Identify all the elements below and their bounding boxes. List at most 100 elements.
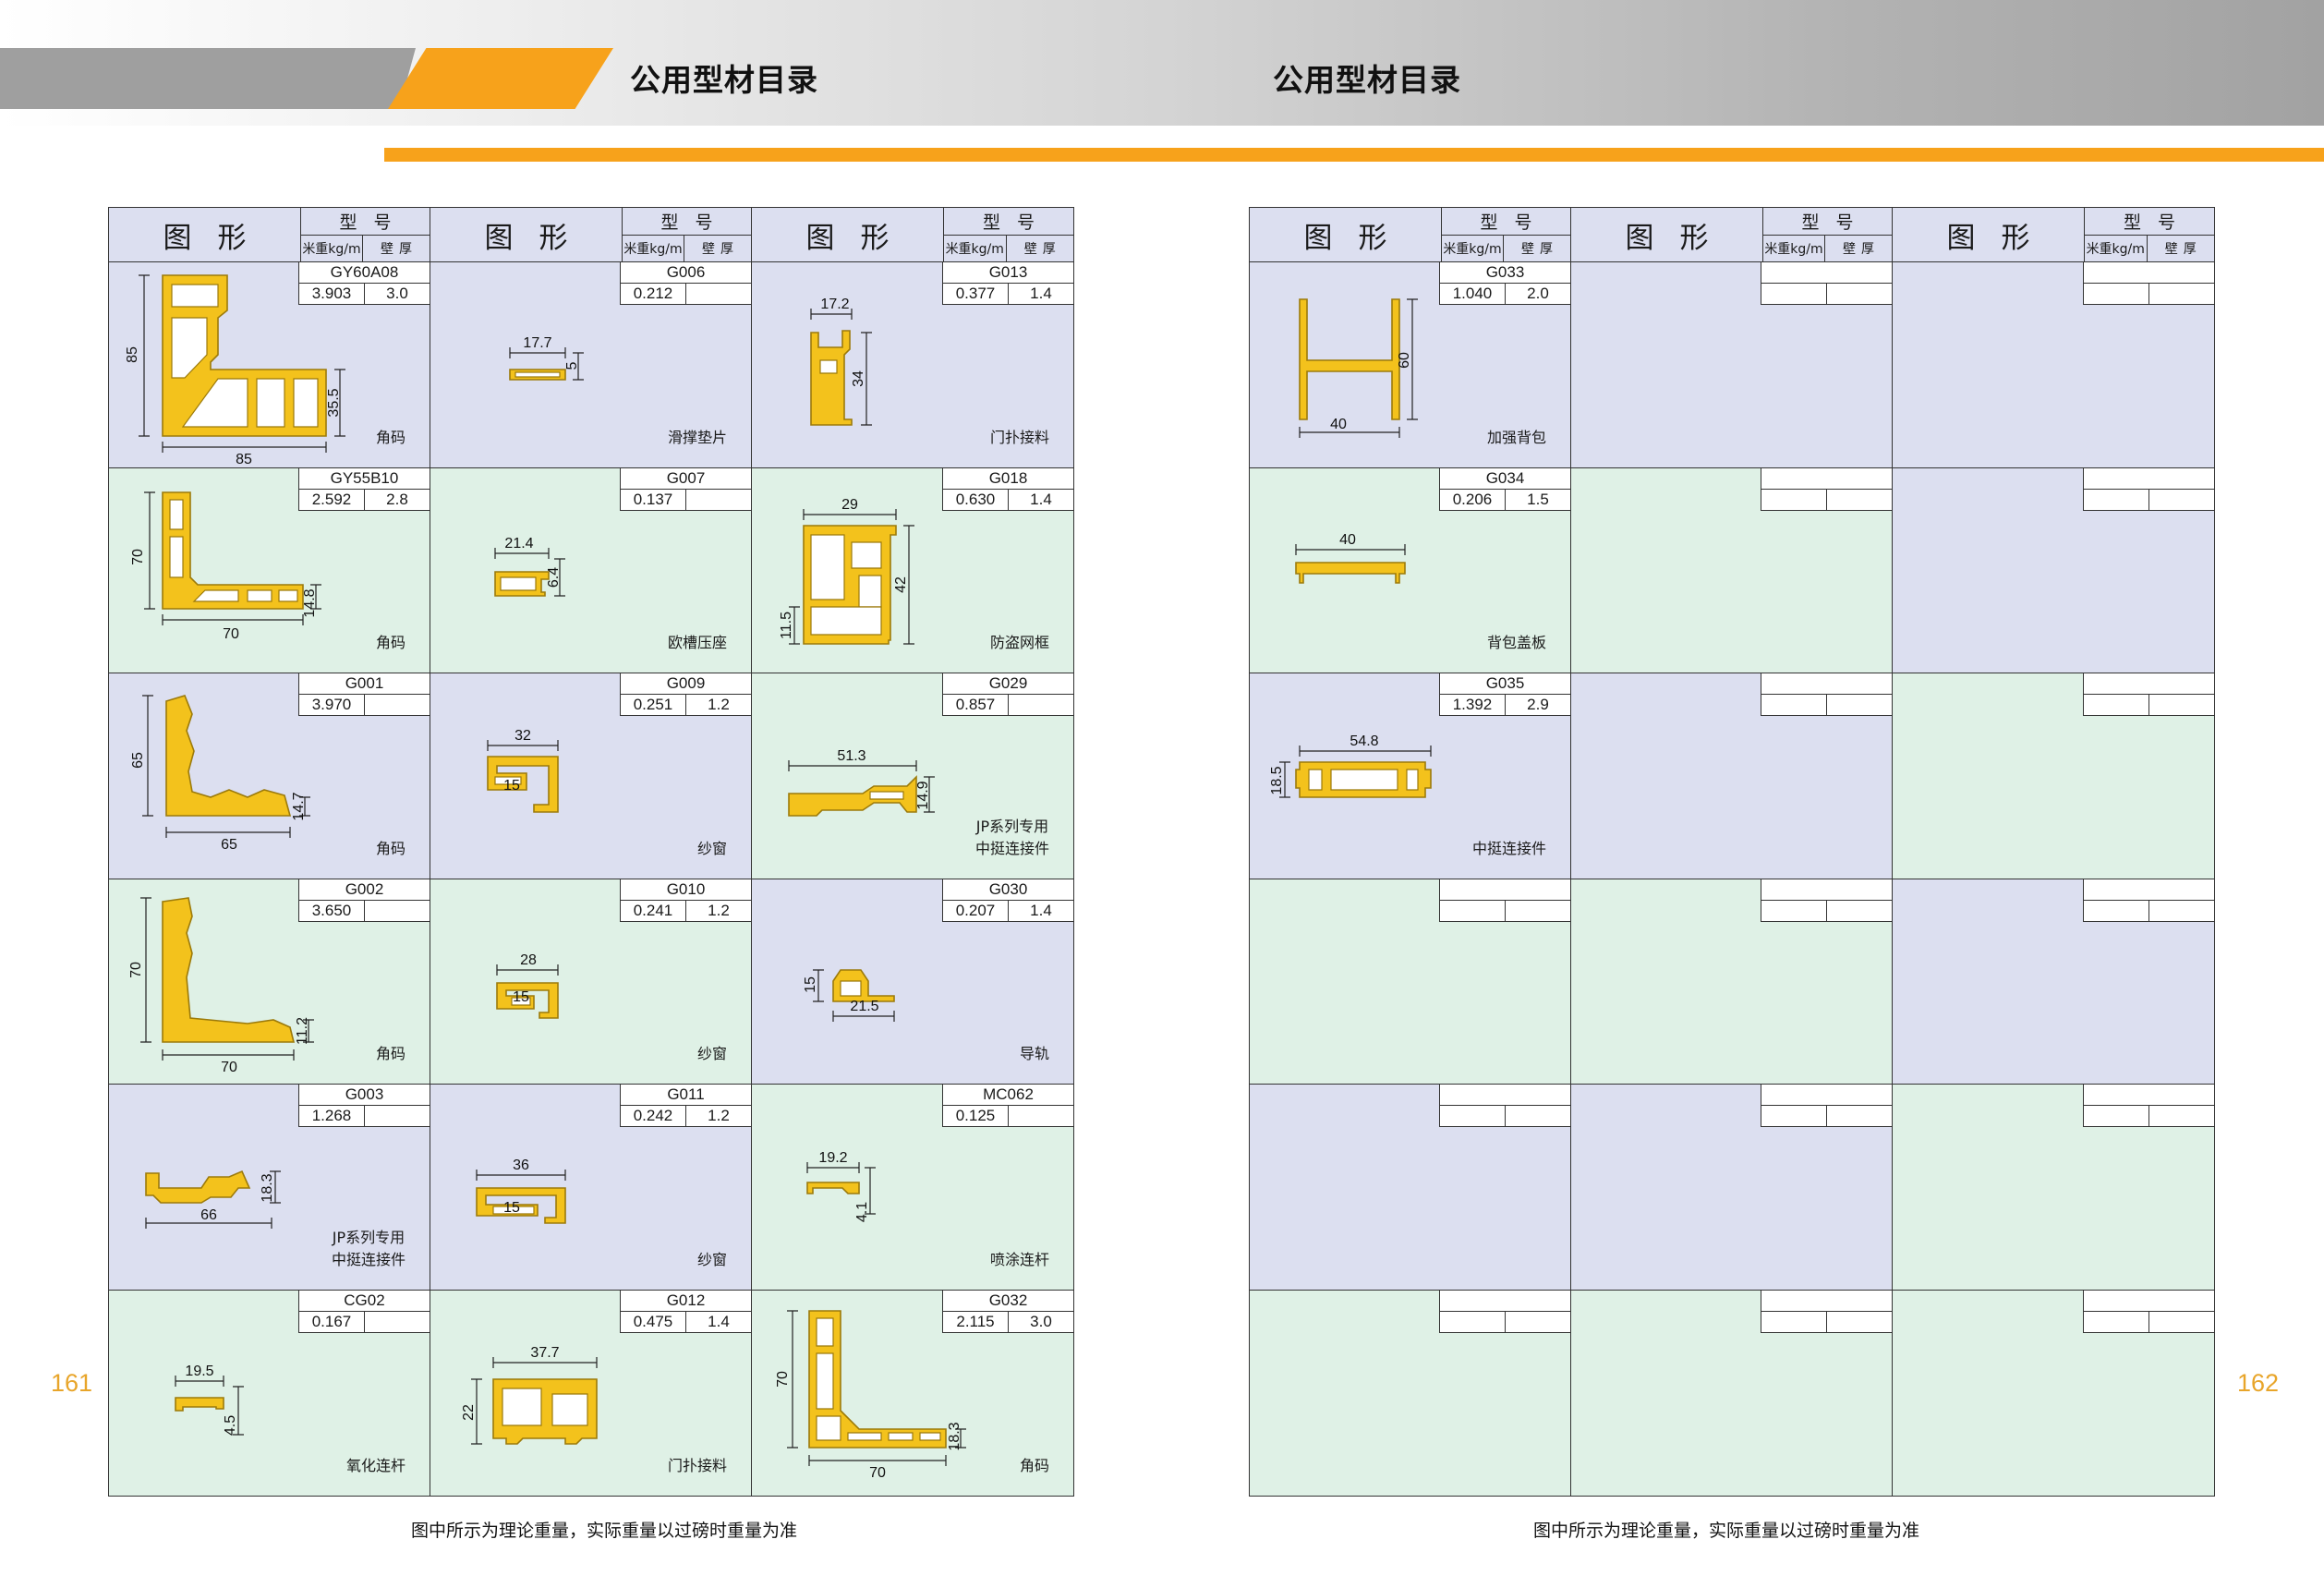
header-wall-label: 壁厚 — [1824, 235, 1892, 261]
profile-wall — [364, 1106, 430, 1126]
header-model-label: 型号 — [1763, 208, 1892, 236]
profile-wall — [364, 695, 430, 715]
profile-model — [1761, 673, 1892, 695]
profile-weight: 0.857 — [955, 696, 996, 713]
profile-cell — [1250, 879, 1571, 1085]
profile-wall — [2148, 1311, 2214, 1332]
profile-weight — [1440, 901, 1505, 921]
profile-wall: 1.4 — [1008, 900, 1073, 921]
profile-model — [1440, 1291, 1570, 1312]
dimension-label: 11.5 — [779, 611, 794, 638]
profile-weight — [1761, 901, 1826, 921]
profile-model — [2084, 468, 2214, 490]
profile-name: JP系列专用 中挺连接件 — [975, 816, 1049, 860]
profile-model: G034 — [1440, 468, 1570, 490]
profile-weight: 0.212 — [633, 285, 673, 302]
profile-model: G032 — [943, 1291, 1073, 1312]
profile-weight — [2084, 1312, 2148, 1332]
profile-name-line: 门扑接料 — [667, 1457, 727, 1474]
profile-wall: 1.4 — [1008, 489, 1073, 510]
header-grey-tab — [0, 48, 416, 109]
table-header-cell: 图形 型号 米重kg/m 壁厚 — [1250, 208, 1571, 262]
profile-name-line: 角码 — [375, 634, 405, 651]
profile-drawing: 21.46.4 — [494, 536, 565, 597]
profile-drawing: 51.314.9 — [788, 748, 935, 817]
profile-wall — [1826, 284, 1892, 304]
profile-weight: 0.206 — [1452, 490, 1493, 508]
profile-weight: 3.650 — [311, 901, 352, 919]
spec-box — [1761, 467, 1892, 511]
profile-name-line: 中挺连接件 — [974, 839, 1049, 857]
profile-cell — [1250, 1290, 1571, 1496]
header-shape-label: 图形 — [752, 208, 944, 261]
profile-name-line: 纱窗 — [696, 1045, 727, 1062]
header-orange-tab — [388, 48, 613, 109]
spec-box — [1761, 879, 1892, 922]
profile-drawing: 40 — [1295, 532, 1406, 584]
spec-box: G032 2.115 3.0 — [942, 1290, 1073, 1333]
header-weight-label: 米重kg/m — [945, 241, 1004, 257]
dimension-label: 19.5 — [185, 1364, 213, 1379]
profile-name-line: 角码 — [375, 428, 405, 446]
profile-name: 纱窗 — [697, 1249, 727, 1271]
spec-box — [1439, 879, 1570, 922]
dimension-label: 40 — [1330, 417, 1347, 432]
profile-weight: 0.251 — [633, 696, 673, 713]
footnote-left: 图中所示为理论重量，实际重量以过磅时重量为准 — [411, 1521, 798, 1541]
dimension-label: 70 — [128, 962, 144, 978]
header-shape-label: 图形 — [430, 208, 623, 261]
spec-box — [2083, 467, 2214, 511]
profile-model: G012 — [621, 1291, 751, 1312]
header-model-label: 型号 — [2085, 208, 2214, 236]
profile-wall — [1505, 1311, 1570, 1332]
spec-box: G012 0.475 1.4 — [620, 1290, 751, 1333]
profile-weight — [1761, 1106, 1826, 1126]
spec-box: GY60A08 3.903 3.0 — [298, 262, 430, 305]
profile-name: 门扑接料 — [990, 427, 1049, 449]
profile-wall — [685, 489, 751, 510]
profile-name-line: 中挺连接件 — [331, 1250, 405, 1268]
profile-model: G013 — [943, 262, 1073, 284]
table-header-cell: 图形 型号 米重kg/m 壁厚 — [430, 208, 752, 262]
profile-name: 防盗网框 — [990, 632, 1049, 654]
profile-cell — [1571, 262, 1893, 468]
dimension-label: 15 — [513, 989, 529, 1005]
profile-wall — [685, 284, 751, 304]
spec-box: G011 0.242 1.2 — [620, 1085, 751, 1127]
profile-name: 角码 — [376, 427, 405, 449]
profile-weight — [2084, 284, 2148, 304]
profile-name-line: 中挺连接件 — [1471, 839, 1546, 857]
dimension-label: 65 — [130, 752, 146, 769]
header-shape-label: 图形 — [1250, 208, 1442, 261]
spec-box — [2083, 262, 2214, 305]
dimension-label: 11.2 — [295, 1016, 310, 1044]
spec-box: G002 3.650 — [298, 879, 430, 922]
profile-model — [1761, 1085, 1892, 1106]
profile-wall: 3.0 — [1008, 1311, 1073, 1332]
profile-weight: 2.115 — [956, 1312, 995, 1330]
profile-model: G030 — [943, 879, 1073, 901]
header-shape-label: 图形 — [109, 208, 301, 261]
profile-wall — [1008, 695, 1073, 715]
page-title-right: 公用型材目录 — [1273, 62, 1461, 98]
profile-name: 角码 — [376, 1043, 405, 1065]
table-header-cell: 图形 型号 米重kg/m 壁厚 — [1893, 208, 2214, 262]
profile-model: G001 — [299, 673, 430, 695]
profile-name-line: 滑撑垫片 — [667, 428, 727, 446]
header-wall-label: 壁厚 — [1005, 235, 1074, 261]
profile-wall — [1008, 1106, 1073, 1126]
profile-name-line: 角码 — [1019, 1457, 1049, 1474]
spec-box: G009 0.251 1.2 — [620, 673, 751, 716]
profile-wall: 3.0 — [364, 284, 430, 304]
profile-wall — [364, 900, 430, 921]
spec-box: G018 0.630 1.4 — [942, 467, 1073, 511]
profile-model — [1440, 1085, 1570, 1106]
